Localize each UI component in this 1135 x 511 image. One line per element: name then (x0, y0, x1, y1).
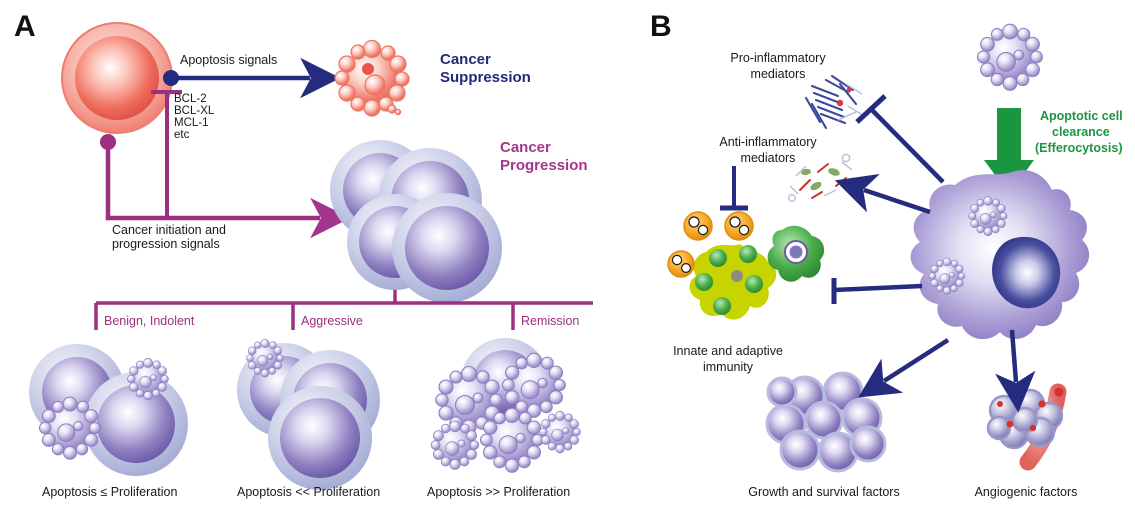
efferocytosis-line1: Apoptotic cell (1040, 109, 1123, 123)
inhibition-innate-immunity (831, 278, 923, 304)
anti-inflammatory-line1: Anti-inflammatory (719, 135, 817, 149)
branch-label-aggressive: Aggressive (301, 314, 363, 328)
cancer-suppression-line2: Suppression (440, 69, 531, 86)
inhibition-anti-to-immunity (720, 166, 748, 211)
innate-adaptive-line1: Innate and adaptive (673, 344, 783, 358)
bcl-inhibitor-list: BCL-2 BCL-XL MCL-1 etc (174, 93, 215, 141)
cancer-initiation-arrow (100, 134, 351, 239)
cancer-progression-line1: Cancer (500, 139, 551, 156)
angiogenic-label: Angiogenic factors (975, 485, 1078, 499)
panel-b-letter: B (650, 10, 672, 43)
healthy-cell (61, 22, 173, 134)
cluster-benign-indolent (29, 344, 188, 476)
cancer-suppression-line1: Cancer (440, 51, 491, 68)
growth-survival-label: Growth and survival factors (748, 485, 899, 499)
apoptosis-signals-arrow (163, 57, 341, 99)
anti-inflammatory-molecules-icon (788, 153, 853, 202)
bcl-inhibition-connector (151, 90, 182, 218)
pro-inflammatory-protein-icon (804, 74, 865, 130)
inhibition-pro-inflammatory (855, 94, 945, 184)
apoptosis-signals-label: Apoptosis signals (180, 53, 277, 67)
arrow-anti-inflammatory (834, 173, 931, 215)
granulocytes (667, 211, 754, 278)
innate-adaptive-immunity-icon (667, 211, 825, 320)
branch-label-remission: Remission (521, 314, 579, 328)
bcl-item-3: etc (174, 129, 190, 141)
efferocytosis-line3: (Efferocytosis) (1035, 141, 1123, 155)
pro-inflammatory-line2: mediators (751, 67, 806, 81)
branch-tree (94, 290, 593, 330)
panel-b: B Apoptotic cell clearance (Efferocytosi… (650, 10, 1123, 499)
cluster-aggressive (237, 338, 380, 490)
innate-adaptive-line2: immunity (703, 360, 754, 374)
immune-nuclei (695, 245, 763, 315)
caption-remission: Apoptosis >> Proliferation (427, 485, 570, 499)
caption-aggressive: Apoptosis << Proliferation (237, 485, 380, 499)
arrow-growth-survival (858, 338, 950, 398)
cancer-initiation-label-1: Cancer initiation and (112, 223, 226, 237)
efferocytosis-line2: clearance (1052, 125, 1110, 139)
bcl-item-1: BCL-XL (174, 105, 215, 117)
growth-survival-cluster (765, 371, 887, 473)
panel-a-letter: A (14, 10, 36, 43)
panel-a: A Apoptosis signals BCL-2 BCL-XL MCL-1 e… (14, 10, 593, 499)
bcl-item-2: MCL-1 (174, 117, 209, 129)
arrow-angiogenic (995, 329, 1036, 413)
bcl-item-0: BCL-2 (174, 93, 207, 105)
caption-benign: Apoptosis ≤ Proliferation (42, 485, 177, 499)
cluster-remission (430, 338, 581, 473)
branch-label-benign: Benign, Indolent (104, 314, 195, 328)
cancer-progression-cluster (330, 140, 502, 303)
cancer-initiation-label-2: progression signals (112, 237, 220, 251)
cancer-progression-line2: Progression (500, 157, 588, 174)
apoptotic-red-cell (334, 39, 410, 117)
anti-inflammatory-line2: mediators (741, 151, 796, 165)
pro-inflammatory-line1: Pro-inflammatory (730, 51, 826, 65)
macrophage (910, 170, 1090, 340)
